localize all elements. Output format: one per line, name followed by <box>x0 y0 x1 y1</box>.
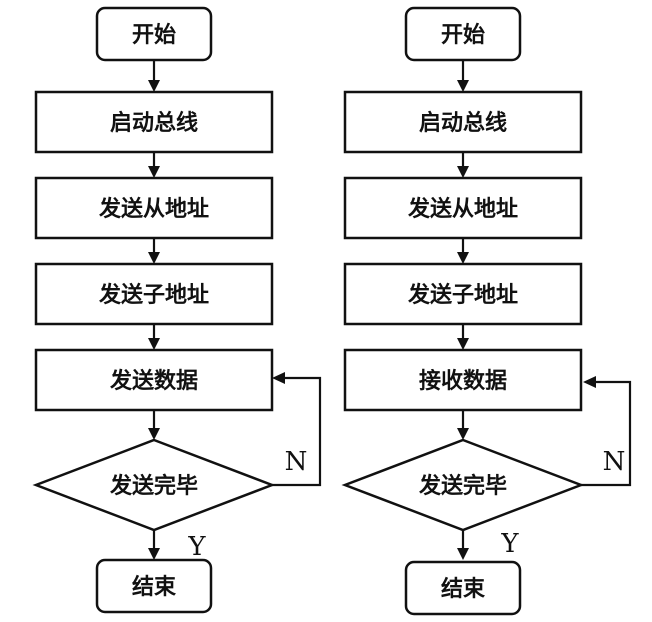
right-arrowhead-data-decision <box>457 428 469 440</box>
right-flowchart: 开始 启动总线 发送从地址 发送子地址 接收数据 发送完毕 <box>341 6 632 616</box>
left-flowchart: 开始 启动总线 发送从地址 发送子地址 发送数据 发送完毕 <box>32 6 322 614</box>
left-arrowhead-start-bus <box>148 80 160 92</box>
left-send-slave-addr-label: 发送从地址 <box>98 196 209 222</box>
left-arrowhead-decision-end <box>148 548 160 560</box>
right-no-label: N <box>603 447 626 477</box>
right-arrowhead-bus-slave <box>457 166 469 178</box>
left-arrowhead-data-decision <box>148 428 160 440</box>
left-no-loop-arrowhead <box>272 372 285 384</box>
right-arrowhead-start-bus <box>457 80 469 92</box>
right-send-sub-addr-label: 发送子地址 <box>407 282 518 308</box>
left-arrowhead-slave-sub <box>148 252 160 264</box>
left-decision-label: 发送完毕 <box>109 473 198 499</box>
left-yes-label: Y <box>187 532 206 562</box>
left-arrowhead-bus-slave <box>148 166 160 178</box>
right-send-slave-addr-label: 发送从地址 <box>407 196 518 222</box>
left-data-label: 发送数据 <box>109 368 198 394</box>
right-start-bus-node <box>343 90 583 154</box>
right-arrowhead-decision-end <box>457 548 469 560</box>
left-no-label: N <box>285 447 308 477</box>
right-start-label: 开始 <box>441 22 485 48</box>
left-start-label: 开始 <box>132 22 176 48</box>
left-send-sub-addr-label: 发送子地址 <box>98 282 209 308</box>
right-end-node <box>404 560 522 616</box>
left-end-label: 结束 <box>132 574 177 600</box>
right-send-sub-addr-node <box>343 262 583 326</box>
right-no-loop-line <box>581 380 632 487</box>
right-data-label: 接收数据 <box>419 368 507 394</box>
right-start-bus-label: 启动总线 <box>419 110 507 136</box>
right-yes-label: Y <box>500 529 519 559</box>
right-decision-label: 发送完毕 <box>418 473 507 499</box>
left-no-loop-line <box>272 376 322 487</box>
right-arrowhead-slave-sub <box>457 252 469 264</box>
left-arrowhead-sub-data <box>148 338 160 350</box>
left-start-bus-node <box>34 90 274 154</box>
right-data-node <box>343 348 583 412</box>
left-end-node <box>95 558 213 614</box>
right-end-label: 结束 <box>441 576 486 602</box>
left-start-bus-label: 启动总线 <box>110 110 198 136</box>
right-arrowhead-sub-data <box>457 338 469 350</box>
right-no-loop-arrowhead <box>583 376 596 388</box>
left-send-sub-addr-node <box>34 262 274 326</box>
